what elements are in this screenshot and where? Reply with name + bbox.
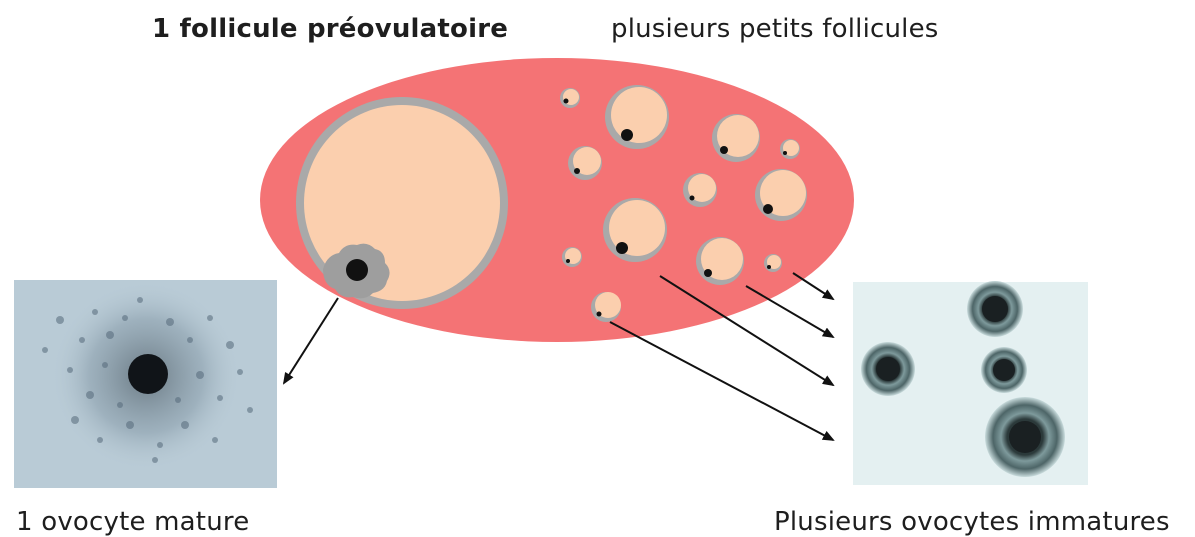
immature-oocytes-micrograph [853,281,1088,485]
small-follicle [560,88,580,108]
small-follicle [764,254,782,272]
small-follicle [683,173,717,207]
mature-oocyte [346,259,368,281]
small-follicle [591,292,621,322]
arrow-to-mature-oocyte [284,298,338,383]
preovulatory-follicle [296,97,508,309]
arrow-to-immature-oocytes [610,322,833,440]
small-follicle [562,247,582,267]
arrow-to-immature-oocytes [746,286,833,337]
small-follicle [605,85,669,149]
small-follicle [780,139,800,159]
mature-oocyte-micrograph [14,280,277,488]
small-follicle [712,114,760,162]
small-follicle [696,237,744,285]
small-follicle [755,169,807,221]
arrow-to-immature-oocytes [793,273,833,299]
small-follicle [568,146,602,180]
small-follicle [603,198,667,262]
